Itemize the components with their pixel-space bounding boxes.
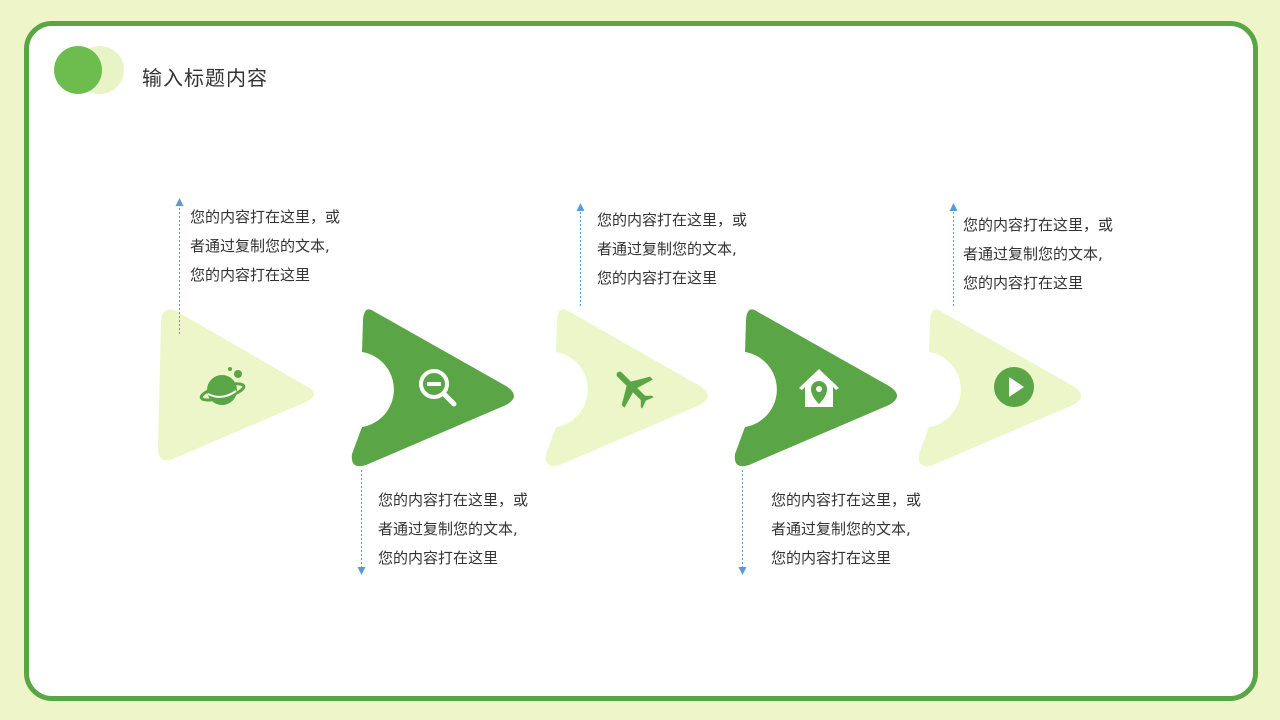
home-location-icon bbox=[799, 369, 839, 407]
step-5-line-2: 者通过复制您的文本, bbox=[963, 245, 1103, 263]
step-5-line-3: 您的内容打在这里 bbox=[963, 274, 1084, 292]
step-1-line-3: 您的内容打在这里 bbox=[190, 266, 311, 284]
search-icon bbox=[419, 369, 457, 407]
step-5-text: 您的内容打在这里，或 者通过复制您的文本, 您的内容打在这里 bbox=[963, 211, 1113, 298]
planet-icon bbox=[199, 367, 246, 405]
step-4-line-2: 者通过复制您的文本, bbox=[771, 520, 911, 538]
step-2-triangle bbox=[351, 309, 514, 467]
step-3-line-2: 者通过复制您的文本, bbox=[597, 240, 737, 258]
step-3-line-1: 您的内容打在这里，或 bbox=[597, 211, 748, 229]
step-3-line-3: 您的内容打在这里 bbox=[597, 269, 718, 287]
airplane-icon bbox=[616, 371, 654, 409]
step-3-text: 您的内容打在这里，或 者通过复制您的文本, 您的内容打在这里 bbox=[597, 206, 747, 293]
step-4-line-3: 您的内容打在这里 bbox=[771, 549, 892, 567]
step-4-line-1: 您的内容打在这里，或 bbox=[771, 491, 922, 509]
step-2-text: 您的内容打在这里，或 者通过复制您的文本, 您的内容打在这里 bbox=[378, 486, 528, 573]
step-4-text: 您的内容打在这里，或 者通过复制您的文本, 您的内容打在这里 bbox=[771, 486, 921, 573]
step-2-line-2: 者通过复制您的文本, bbox=[378, 520, 518, 538]
step-5-line-1: 您的内容打在这里，或 bbox=[963, 216, 1114, 234]
step-2-line-3: 您的内容打在这里 bbox=[378, 549, 499, 567]
step-1-line-1: 您的内容打在这里，或 bbox=[190, 208, 341, 226]
title-decoration-circle bbox=[54, 46, 102, 94]
step-1-text: 您的内容打在这里，或 者通过复制您的文本, 您的内容打在这里 bbox=[190, 203, 340, 290]
step-1-line-2: 者通过复制您的文本, bbox=[190, 237, 330, 255]
page-title: 输入标题内容 bbox=[142, 66, 268, 90]
step-2-line-1: 您的内容打在这里，或 bbox=[378, 491, 529, 509]
play-icon bbox=[994, 367, 1034, 407]
